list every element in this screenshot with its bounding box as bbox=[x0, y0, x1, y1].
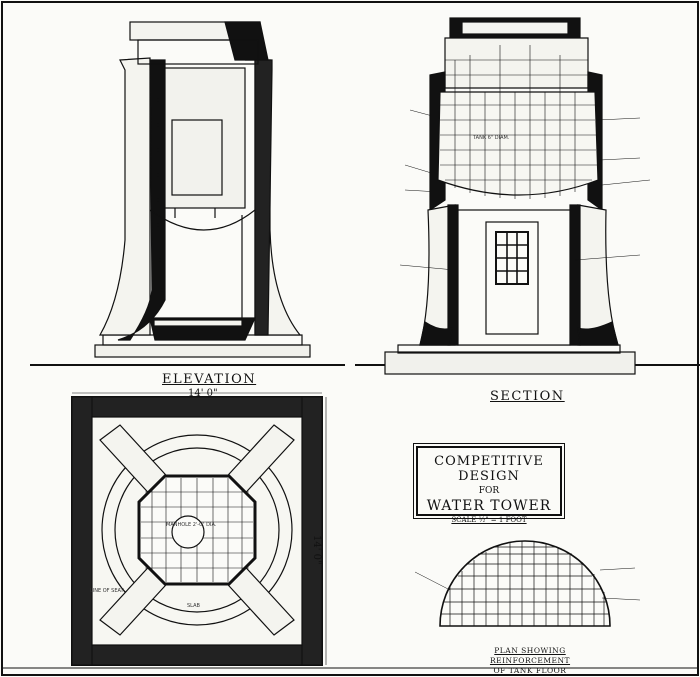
title-line-2: FOR bbox=[478, 486, 500, 496]
plan-depth-dimension: 14' 0" bbox=[311, 535, 322, 565]
reinforcement-caption-line-1: PLAN SHOWING REINFORCEMENT bbox=[489, 646, 571, 665]
title-line-1: COMPETITIVE DESIGN bbox=[434, 454, 544, 484]
slab-note: SLAB bbox=[187, 603, 200, 609]
section-label: SECTION bbox=[490, 389, 565, 404]
tank-note: TANK 6" DIAM. bbox=[473, 135, 510, 141]
reinforcement-caption: PLAN SHOWING REINFORCEMENT OF TANK FLOOR bbox=[462, 646, 598, 676]
reinforcement-plan bbox=[414, 540, 641, 627]
reinforcement-caption-line-2: OF TANK FLOOR bbox=[493, 666, 567, 675]
plan-view bbox=[71, 392, 327, 666]
plan-width-dimension: 14' 0" bbox=[188, 388, 218, 399]
elevation-label: ELEVATION bbox=[162, 372, 257, 387]
manhole-note: MANHOLE 2'-0" DIA. bbox=[166, 522, 217, 528]
title-scale: SCALE ½" = 1 FOOT bbox=[451, 516, 527, 524]
elevation-view bbox=[30, 21, 345, 366]
section-view bbox=[355, 17, 700, 375]
title-line-3: WATER TOWER bbox=[426, 498, 552, 514]
seat-note: LINE OF SEAT bbox=[90, 588, 124, 594]
title-block: COMPETITIVE DESIGN FOR WATER TOWER SCALE… bbox=[413, 443, 565, 524]
